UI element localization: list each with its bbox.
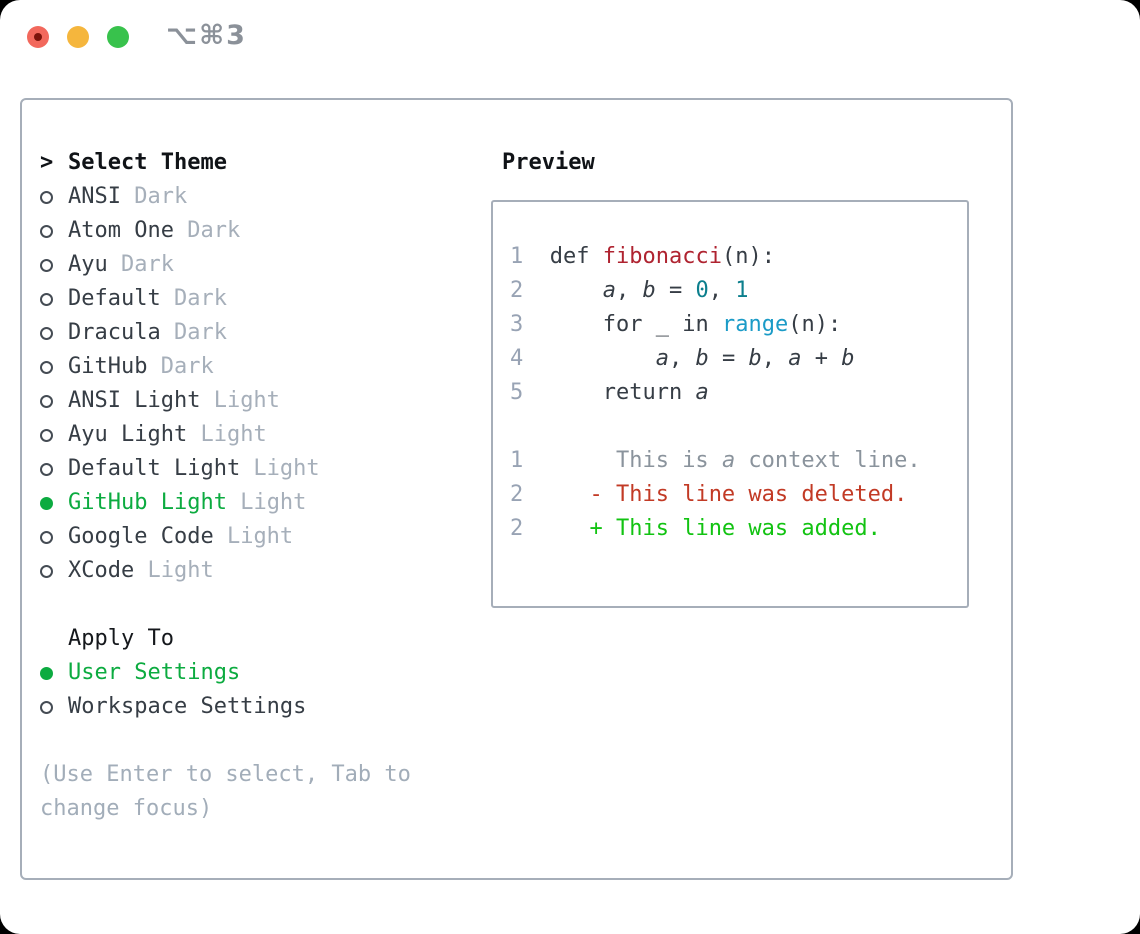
radio-icon bbox=[40, 418, 68, 452]
radio-icon bbox=[40, 316, 68, 350]
theme-option-github-light[interactable]: GitHub Light Light bbox=[40, 486, 502, 520]
zoom-button[interactable] bbox=[107, 26, 129, 48]
option-label: GitHub bbox=[68, 354, 148, 379]
apply-to-header-row: Apply To bbox=[40, 622, 502, 656]
option-variant-label: Light bbox=[240, 456, 320, 481]
radio-selected-icon bbox=[40, 486, 68, 520]
select-theme-header-row: > Select Theme bbox=[40, 146, 502, 180]
theme-option-atom-one[interactable]: Atom One Dark bbox=[40, 214, 502, 248]
option-variant-label: Dark bbox=[160, 320, 227, 345]
theme-option-xcode[interactable]: XCode Light bbox=[40, 554, 502, 588]
radio-icon bbox=[40, 214, 68, 248]
minimize-button[interactable] bbox=[67, 26, 89, 48]
option-label: GitHub Light bbox=[68, 490, 227, 515]
option-label: User Settings bbox=[68, 660, 241, 685]
code-line bbox=[510, 410, 967, 444]
option-label: ANSI Light bbox=[68, 388, 201, 413]
radio-icon bbox=[40, 384, 68, 418]
option-variant-label: Dark bbox=[173, 218, 241, 243]
option-label: ANSI bbox=[68, 184, 121, 209]
option-label: Google Code bbox=[68, 524, 214, 549]
close-button[interactable] bbox=[27, 26, 49, 48]
radio-icon bbox=[40, 520, 68, 554]
theme-option-default[interactable]: Default Dark bbox=[40, 282, 502, 316]
code-line: 5 return a bbox=[510, 380, 709, 405]
code-preview: 1 def fibonacci(n): 2 a, b = 0, 1 3 for _ … bbox=[493, 202, 967, 546]
theme-option-ansi-light[interactable]: ANSI Light Light bbox=[40, 384, 502, 418]
titlebar: ⌥⌘3 bbox=[0, 0, 1140, 98]
preview-header-row: Preview bbox=[502, 146, 1002, 180]
radio-icon bbox=[40, 180, 68, 214]
option-variant-label: Dark bbox=[120, 184, 188, 209]
code-line: 1 def fibonacci(n): bbox=[510, 244, 775, 269]
option-variant-label: Light bbox=[187, 422, 267, 447]
option-variant-label: Light bbox=[213, 524, 294, 549]
radio-icon bbox=[40, 554, 68, 588]
theme-option-google-code[interactable]: Google Code Light bbox=[40, 520, 502, 554]
close-dot-icon bbox=[34, 33, 42, 41]
apply-to-header: Apply To bbox=[68, 626, 174, 651]
select-theme-header: Select Theme bbox=[68, 150, 227, 175]
apply-gutter bbox=[40, 622, 68, 656]
theme-option-github[interactable]: GitHub Dark bbox=[40, 350, 502, 384]
option-label: Dracula bbox=[68, 320, 161, 345]
option-variant-label: Light bbox=[134, 558, 214, 583]
option-label: Default bbox=[68, 286, 161, 311]
option-label: Ayu bbox=[68, 252, 108, 277]
code-line: 2 a, b = 0, 1 bbox=[510, 278, 749, 303]
option-variant-label: Light bbox=[226, 490, 307, 515]
spacer bbox=[40, 588, 502, 622]
apply-option-user-settings[interactable]: User Settings bbox=[40, 656, 502, 690]
window-title: ⌥⌘3 bbox=[166, 20, 247, 51]
option-label: Default Light bbox=[68, 456, 241, 481]
code-line: 2 + This line was added. bbox=[510, 516, 881, 541]
theme-option-dracula[interactable]: Dracula Dark bbox=[40, 316, 502, 350]
option-variant-label: Dark bbox=[160, 286, 227, 311]
apply-option-workspace-settings[interactable]: Workspace Settings bbox=[40, 690, 502, 724]
radio-icon bbox=[40, 690, 68, 724]
radio-icon bbox=[40, 350, 68, 384]
option-label: Atom One bbox=[68, 218, 174, 243]
help-text: (Use Enter to select, Tab to change focu… bbox=[40, 762, 411, 821]
prompt-icon: > bbox=[40, 150, 54, 175]
preview-box: 1 def fibonacci(n): 2 a, b = 0, 1 3 for _ … bbox=[491, 200, 969, 608]
prompt-gutter: > bbox=[40, 146, 68, 180]
code-line: 2 - This line was deleted. bbox=[510, 482, 908, 507]
option-variant-label: Light bbox=[200, 388, 280, 413]
radio-icon bbox=[40, 452, 68, 486]
preview-column: Preview 1 def fibonacci(n): 2 a, b = 0, 1… bbox=[491, 146, 1002, 878]
theme-option-ayu[interactable]: Ayu Dark bbox=[40, 248, 502, 282]
code-line: 1 This is a context line. bbox=[510, 448, 921, 473]
preview-header: Preview bbox=[502, 150, 595, 175]
option-variant-label: Dark bbox=[147, 354, 214, 379]
code-line: 4 a, b = b, a + b bbox=[510, 346, 855, 371]
theme-option-default-light[interactable]: Default Light Light bbox=[40, 452, 502, 486]
radio-selected-icon bbox=[40, 656, 68, 690]
radio-icon bbox=[40, 248, 68, 282]
theme-option-ayu-light[interactable]: Ayu Light Light bbox=[40, 418, 502, 452]
code-line: 3 for _ in range(n): bbox=[510, 312, 842, 337]
option-label: Workspace Settings bbox=[68, 694, 307, 719]
traffic-lights bbox=[27, 26, 129, 48]
radio-icon bbox=[40, 282, 68, 316]
option-variant-label: Dark bbox=[107, 252, 174, 277]
option-label: XCode bbox=[68, 558, 135, 583]
theme-option-ansi[interactable]: ANSI Dark bbox=[40, 180, 502, 214]
option-label: Ayu Light bbox=[68, 422, 188, 447]
spacer bbox=[40, 724, 502, 758]
